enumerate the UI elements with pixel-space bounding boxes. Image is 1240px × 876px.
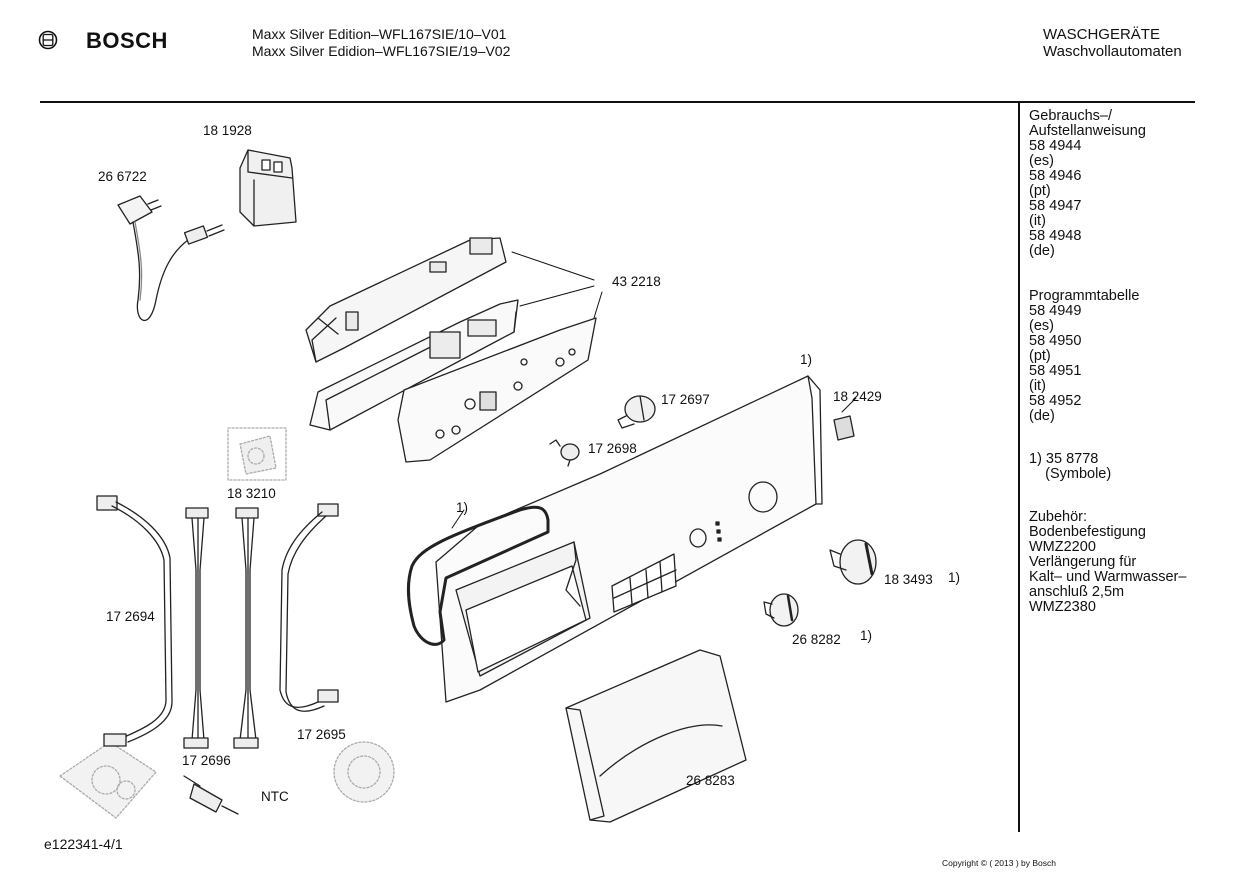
part-label-ntc: NTC — [261, 789, 289, 804]
doc-lang: (de) — [1029, 408, 1055, 424]
part-label: 26 8282 — [792, 632, 841, 647]
sidebar-divider — [1018, 101, 1020, 832]
brand-name: BOSCH — [86, 28, 168, 53]
small-knob-part — [549, 439, 580, 467]
footnote-line-1: 1) 35 8778 — [1029, 451, 1099, 467]
accessories-line: WMZ2200 — [1029, 539, 1096, 555]
doc-number: 58 4946 — [1029, 168, 1082, 184]
ntc-sensor-part — [183, 775, 239, 815]
model-line-1: Maxx Silver Edition–WFL167SIE/10–V01 — [252, 26, 507, 42]
doc-number: 58 4952 — [1029, 393, 1082, 409]
exploded-parts-drawing — [59, 149, 877, 823]
category-subtitle: Waschvollautomaten — [1043, 43, 1182, 60]
accessories-line: WMZ2380 — [1029, 599, 1096, 615]
control-panel-part — [435, 375, 823, 703]
part-label: 17 2694 — [106, 609, 155, 624]
footnote-marker: 1) — [860, 628, 873, 643]
manual-title-line-2: Aufstellanweisung — [1029, 123, 1146, 139]
diagram-id: e122341-4/1 — [44, 836, 123, 852]
small-bracket-part — [833, 397, 857, 441]
part-label: 18 1928 — [203, 123, 252, 138]
part-label: 26 6722 — [98, 169, 147, 184]
filter-part — [239, 149, 297, 227]
pump-ghost-left — [59, 741, 157, 819]
doc-number: 58 4951 — [1029, 363, 1082, 379]
program-knob-part — [829, 539, 877, 585]
door-seal-part — [406, 505, 550, 646]
category-title: WASCHGERÄTE — [1043, 26, 1160, 43]
manual-title-line-1: Gebrauchs–/ — [1029, 108, 1113, 124]
sidebar-notes: Gebrauchs–/ Aufstellanweisung 58 4944 (e… — [1029, 109, 1186, 615]
accessories-line: Verlängerung für — [1029, 554, 1137, 570]
part-label: 43 2218 — [612, 274, 661, 289]
doc-lang: (pt) — [1029, 348, 1051, 364]
temp-knob-part — [763, 593, 799, 627]
header-divider — [40, 101, 1195, 103]
part-label: 18 2429 — [833, 389, 882, 404]
power-cord-part — [117, 195, 225, 322]
footnote-marker: 1) — [800, 352, 813, 367]
footnote-marker: 1) — [948, 570, 961, 585]
doc-lang: (it) — [1029, 378, 1046, 394]
part-label: 17 2696 — [182, 753, 231, 768]
bosch-logo-icon — [38, 30, 58, 50]
part-label: 26 8283 — [686, 773, 735, 788]
model-line-2: Maxx Silver Edidion–WFL167SIE/19–V02 — [252, 43, 511, 59]
motor-board-ghost — [227, 427, 287, 481]
part-label: 17 2695 — [297, 727, 346, 742]
footnote-marker: 1) — [456, 500, 469, 515]
doc-lang: (pt) — [1029, 183, 1051, 199]
part-label: 17 2697 — [661, 392, 710, 407]
doc-number: 58 4949 — [1029, 303, 1082, 319]
doc-number: 58 4947 — [1029, 198, 1082, 214]
doc-number: 58 4950 — [1029, 333, 1082, 349]
doc-number: 58 4944 — [1029, 138, 1082, 154]
doc-lang: (de) — [1029, 243, 1055, 259]
control-frame-part — [305, 237, 597, 463]
accessories-line: anschluß 2,5m — [1029, 584, 1125, 600]
program-table-title: Programmtabelle — [1029, 288, 1140, 304]
copyright: Copyright © ( 2013 ) by Bosch — [942, 858, 1056, 868]
part-label: 17 2698 — [588, 441, 637, 456]
accessories-line: Kalt– und Warmwasser– — [1029, 569, 1187, 585]
drawer-handle-part — [565, 649, 747, 823]
doc-lang: (es) — [1029, 318, 1054, 334]
part-label: 18 3210 — [227, 486, 276, 501]
pump-ghost-right — [333, 741, 395, 803]
doc-lang: (it) — [1029, 213, 1046, 229]
doc-lang: (es) — [1029, 153, 1054, 169]
footnote-line-2: (Symbole) — [1029, 466, 1112, 482]
doc-number: 58 4948 — [1029, 228, 1082, 244]
wire-harness-part — [233, 507, 259, 749]
wire-harness-part — [96, 495, 173, 747]
accessories-line: Zubehör: — [1029, 509, 1088, 525]
accessories-line: Bodenbefestigung — [1029, 524, 1146, 540]
wire-harness-part — [183, 507, 209, 749]
part-label: 18 3493 — [884, 572, 933, 587]
knob-part — [617, 395, 656, 429]
wire-harness-part — [279, 503, 339, 712]
